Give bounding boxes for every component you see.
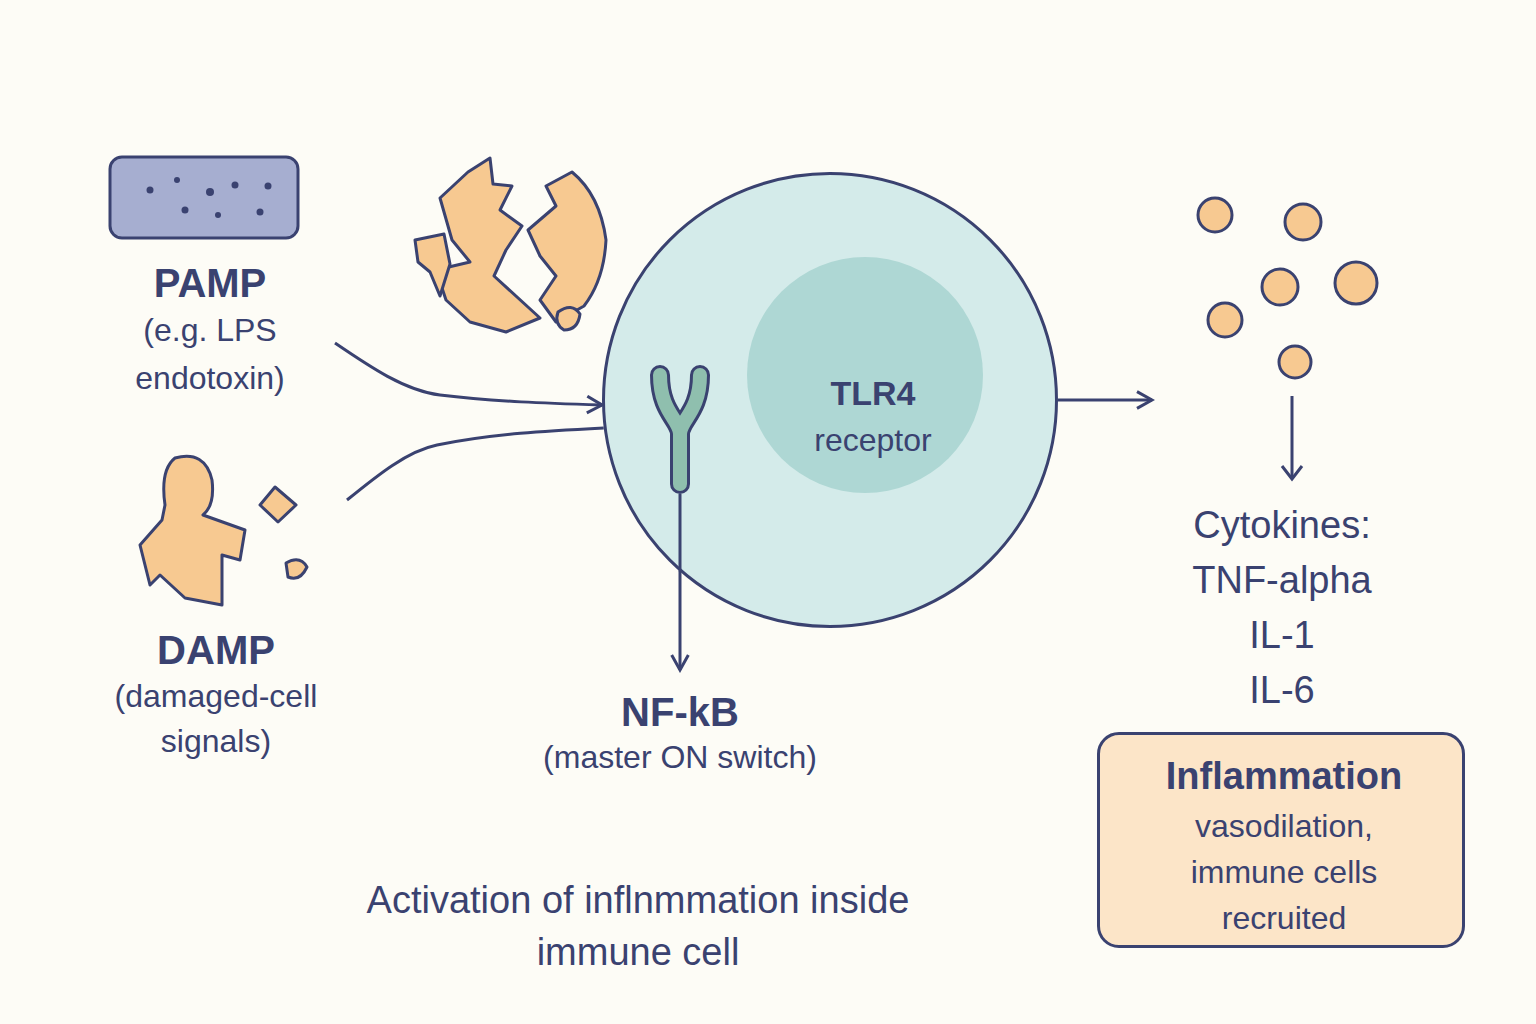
node-outline (602, 172, 1058, 628)
pamp-dot (215, 212, 221, 218)
node-heading: DAMP (85, 625, 347, 675)
immune-cell (604, 174, 1057, 627)
connector-arrow (335, 343, 602, 405)
node-heading: Cytokines: (1152, 500, 1412, 550)
damp-group: DAMP(damaged-cell signals) (85, 450, 347, 760)
caption: Activation of inflnmmation inside immune… (348, 874, 928, 978)
pamp-icon (110, 157, 298, 238)
cell-fragment (557, 307, 580, 330)
node-text: (e.g. LPS endotoxin) (105, 306, 315, 402)
damp-icon (140, 456, 245, 605)
pamp-dot (147, 187, 154, 194)
cell-fragment (436, 158, 540, 332)
node-text: IL-1 (1152, 610, 1412, 660)
damp-fragment (260, 487, 296, 522)
node-text: (damaged-cell signals) (95, 674, 337, 764)
connector-arrow (1058, 399, 1152, 402)
cytokine-particle (1198, 198, 1232, 232)
cytokine-particle (1285, 204, 1321, 240)
cytokine-particle (1335, 262, 1377, 304)
connector-arrow (347, 428, 604, 500)
pamp-dot (174, 177, 180, 183)
node-text: IL-6 (1152, 665, 1412, 715)
cytokine-particle (1262, 269, 1298, 305)
node-text: TNF-alpha (1152, 555, 1412, 605)
cell-fragment (415, 234, 450, 296)
inflammation-box: Inflammationvasodilation, immune cells r… (1097, 732, 1465, 948)
cytokine-particle (1208, 303, 1242, 337)
pamp-dot (182, 207, 189, 214)
node-heading: PAMP (85, 258, 335, 308)
pamp-dot (265, 183, 272, 190)
nfkb-node: NF-kB(master ON switch) (500, 670, 860, 780)
pamp-group: PAMP(e.g. LPS endotoxin) (85, 150, 335, 400)
receptor-symbol (660, 375, 700, 484)
receptor-outline (660, 375, 700, 484)
release-arrow (1291, 396, 1294, 478)
node-heading: Inflammation (1100, 752, 1468, 800)
release-arrowhead (1282, 466, 1302, 479)
pamp-dot (257, 209, 264, 216)
immune-cell-node: TLR4 receptor (602, 172, 1058, 628)
node-text: receptor (753, 420, 993, 460)
cytokines-node: Cytokines:TNF-alphaIL-1IL-6 (1152, 190, 1412, 715)
connector-arrow (679, 572, 682, 670)
node-heading: TLR4 (753, 373, 993, 413)
cytokine-particle (1279, 346, 1311, 378)
node-text: (master ON switch) (500, 735, 860, 779)
cell-fragment (528, 172, 606, 322)
pamp-dot (232, 182, 239, 189)
signal-line (679, 494, 682, 572)
pamp-dot (206, 188, 214, 196)
node-heading: NF-kB (500, 687, 860, 737)
node-text: vasodilation, immune cells recruited (1154, 803, 1414, 941)
damp-fragment (286, 560, 307, 578)
